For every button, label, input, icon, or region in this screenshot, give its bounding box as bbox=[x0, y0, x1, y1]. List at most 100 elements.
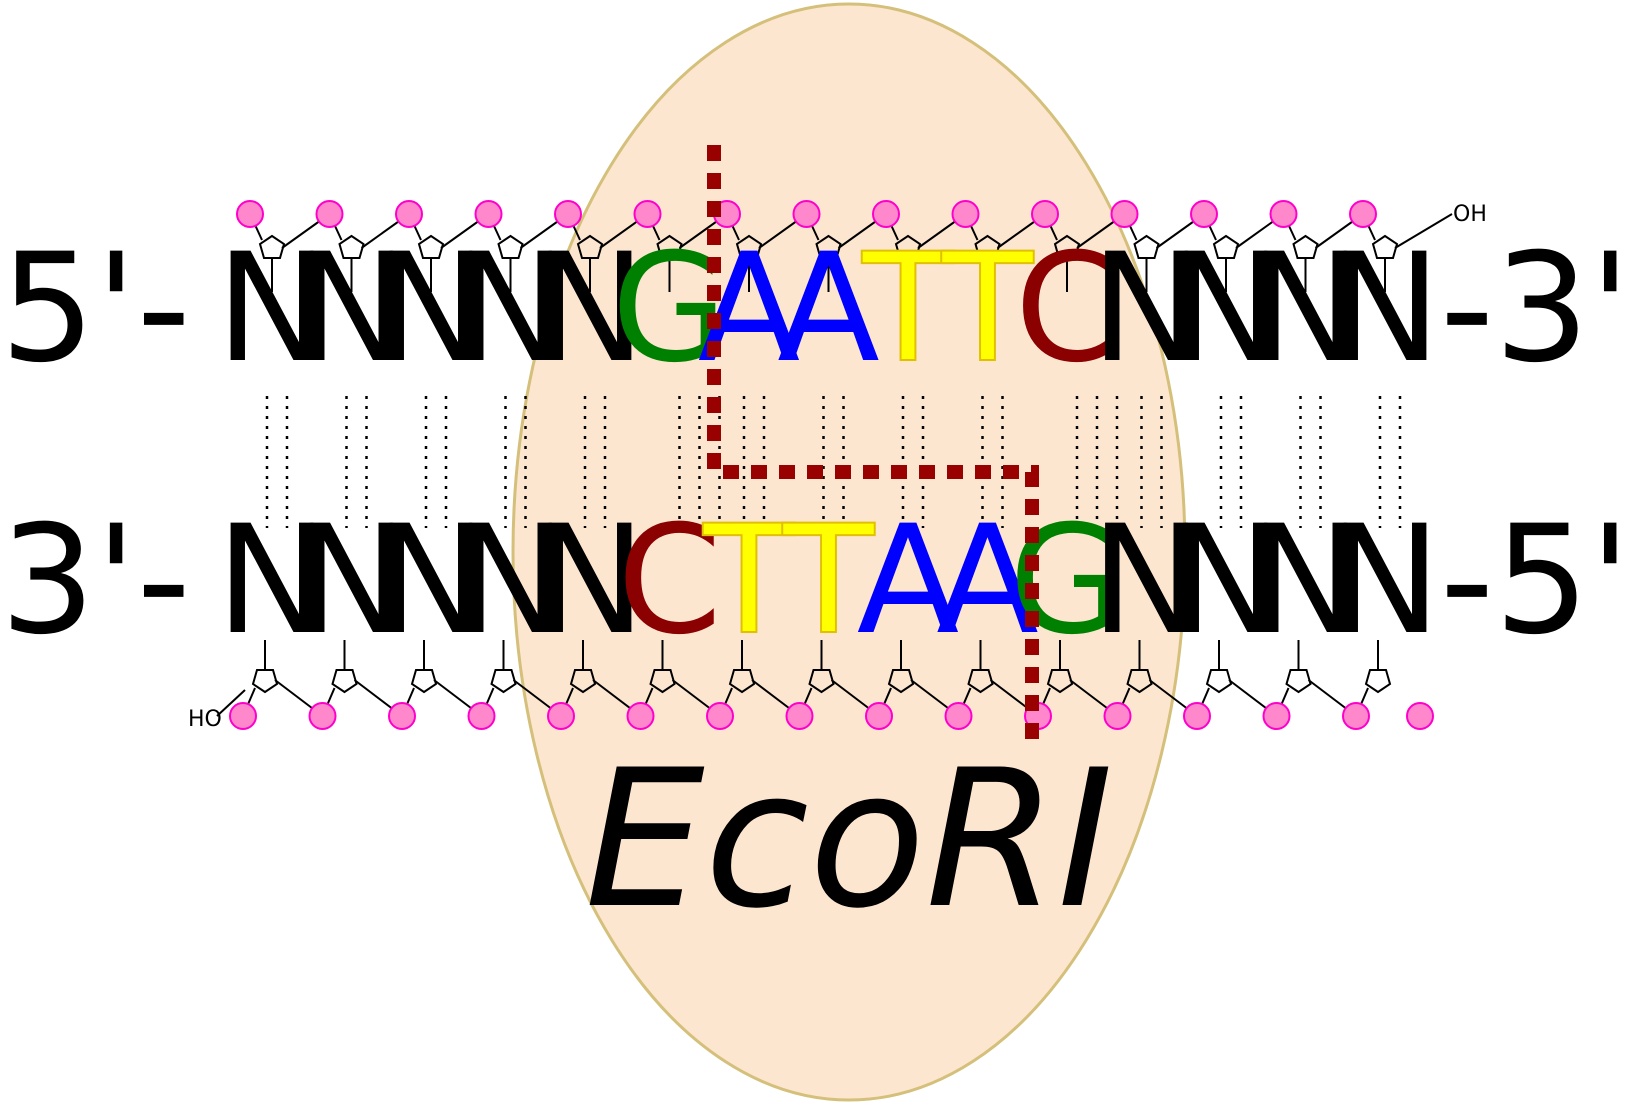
hydrogen-bonds bbox=[265, 396, 1402, 528]
phosphate bbox=[395, 200, 423, 228]
phosphate bbox=[554, 200, 582, 228]
sugar-ring bbox=[967, 669, 994, 694]
bottom-base: N bbox=[216, 494, 328, 668]
sugar-ring bbox=[728, 669, 756, 694]
phosphate bbox=[785, 702, 814, 730]
phosphate bbox=[236, 200, 264, 228]
phosphate bbox=[1031, 200, 1059, 228]
backbone-bond bbox=[216, 689, 246, 717]
top-base: N bbox=[295, 222, 407, 396]
top-base: N bbox=[1170, 222, 1282, 396]
sugar-ring bbox=[649, 669, 676, 694]
phosphate bbox=[474, 200, 503, 228]
phosphate bbox=[1342, 702, 1370, 730]
sugar-ring bbox=[894, 234, 922, 259]
sugar-ring bbox=[974, 234, 1001, 259]
top-base: N bbox=[375, 222, 487, 396]
phosphate bbox=[467, 702, 496, 730]
bottom-base: T bbox=[702, 494, 796, 668]
sugar-ring bbox=[417, 234, 445, 259]
phosphate bbox=[1262, 702, 1291, 730]
sugar-ring bbox=[1364, 669, 1392, 694]
enzyme-body bbox=[511, 2, 1187, 1102]
sugar-ring bbox=[815, 234, 842, 259]
bottom-base: N bbox=[1249, 494, 1361, 668]
top-left-end: 5'- bbox=[0, 222, 191, 396]
top-terminal-label: OH bbox=[1453, 202, 1487, 227]
sugar-ring bbox=[338, 234, 365, 259]
top-base: T bbox=[941, 222, 1035, 396]
phosphate bbox=[626, 702, 655, 730]
top-right-end: -3' bbox=[1440, 222, 1631, 396]
phosphate bbox=[1269, 200, 1298, 228]
phosphate bbox=[547, 702, 575, 730]
sugar-ring bbox=[1285, 669, 1312, 694]
top-base: A bbox=[698, 222, 801, 396]
sugar-ring bbox=[1371, 234, 1399, 259]
sugar-ring bbox=[1133, 234, 1160, 259]
top-base: N bbox=[1329, 222, 1441, 396]
sugar-ring bbox=[490, 669, 517, 694]
bottom-terminal-label: HO bbox=[188, 707, 222, 732]
top-base: T bbox=[861, 222, 955, 396]
sugar-ring bbox=[656, 234, 683, 259]
phosphate bbox=[1406, 702, 1434, 730]
bottom-base: A bbox=[857, 494, 960, 668]
bottom-base: N bbox=[1329, 494, 1441, 668]
phosphate bbox=[1183, 702, 1211, 730]
top-base: N bbox=[454, 222, 566, 396]
phosphate bbox=[308, 702, 337, 730]
bottom-base: N bbox=[534, 494, 646, 668]
phosphate bbox=[944, 702, 973, 730]
phosphate bbox=[792, 200, 821, 228]
top-base: C bbox=[1015, 222, 1120, 396]
top-base: N bbox=[216, 222, 328, 396]
bottom-base: T bbox=[782, 494, 876, 668]
sugar-ring bbox=[1126, 669, 1153, 694]
cut-site-line bbox=[707, 145, 1039, 740]
bottom-right-end: -5' bbox=[1440, 494, 1631, 668]
phosphate bbox=[865, 702, 893, 730]
top-base: N bbox=[534, 222, 646, 396]
phosphate bbox=[229, 702, 257, 730]
bottom-left-end: 3'- bbox=[0, 494, 191, 668]
enzyme-label: EcoRI bbox=[585, 729, 1114, 950]
phosphate bbox=[1349, 200, 1377, 228]
bottom-base: N bbox=[375, 494, 487, 668]
phosphate bbox=[1190, 200, 1218, 228]
phosphate bbox=[1110, 200, 1139, 228]
sugar-ring bbox=[258, 234, 286, 259]
bottom-base: N bbox=[295, 494, 407, 668]
phosphate bbox=[633, 200, 662, 228]
bottom-backbone bbox=[216, 640, 1434, 730]
sugar-ring bbox=[735, 234, 763, 259]
sugar-ring bbox=[569, 669, 597, 694]
bottom-base: N bbox=[454, 494, 566, 668]
phosphate bbox=[951, 200, 980, 228]
bottom-base: N bbox=[1170, 494, 1282, 668]
top-base: N bbox=[1090, 222, 1202, 396]
sugar-ring bbox=[576, 234, 604, 259]
sugar-ring bbox=[1212, 234, 1240, 259]
sugar-ring bbox=[1046, 669, 1074, 694]
bottom-base: A bbox=[936, 494, 1039, 668]
bottom-base: C bbox=[617, 494, 722, 668]
sugar-ring bbox=[1205, 669, 1233, 694]
bottom-base: N bbox=[1090, 494, 1202, 668]
sugar-ring bbox=[808, 669, 835, 694]
backbone-bond bbox=[1394, 213, 1453, 249]
sugar-ring bbox=[887, 669, 915, 694]
phosphate bbox=[706, 702, 734, 730]
sugar-ring bbox=[497, 234, 524, 259]
cleavage-path bbox=[707, 145, 1039, 740]
top-base: A bbox=[777, 222, 880, 396]
top-backbone bbox=[236, 200, 1453, 292]
phosphate bbox=[315, 200, 344, 228]
phosphate bbox=[388, 702, 416, 730]
sugar-ring bbox=[1053, 234, 1081, 259]
phosphate bbox=[1103, 702, 1132, 730]
